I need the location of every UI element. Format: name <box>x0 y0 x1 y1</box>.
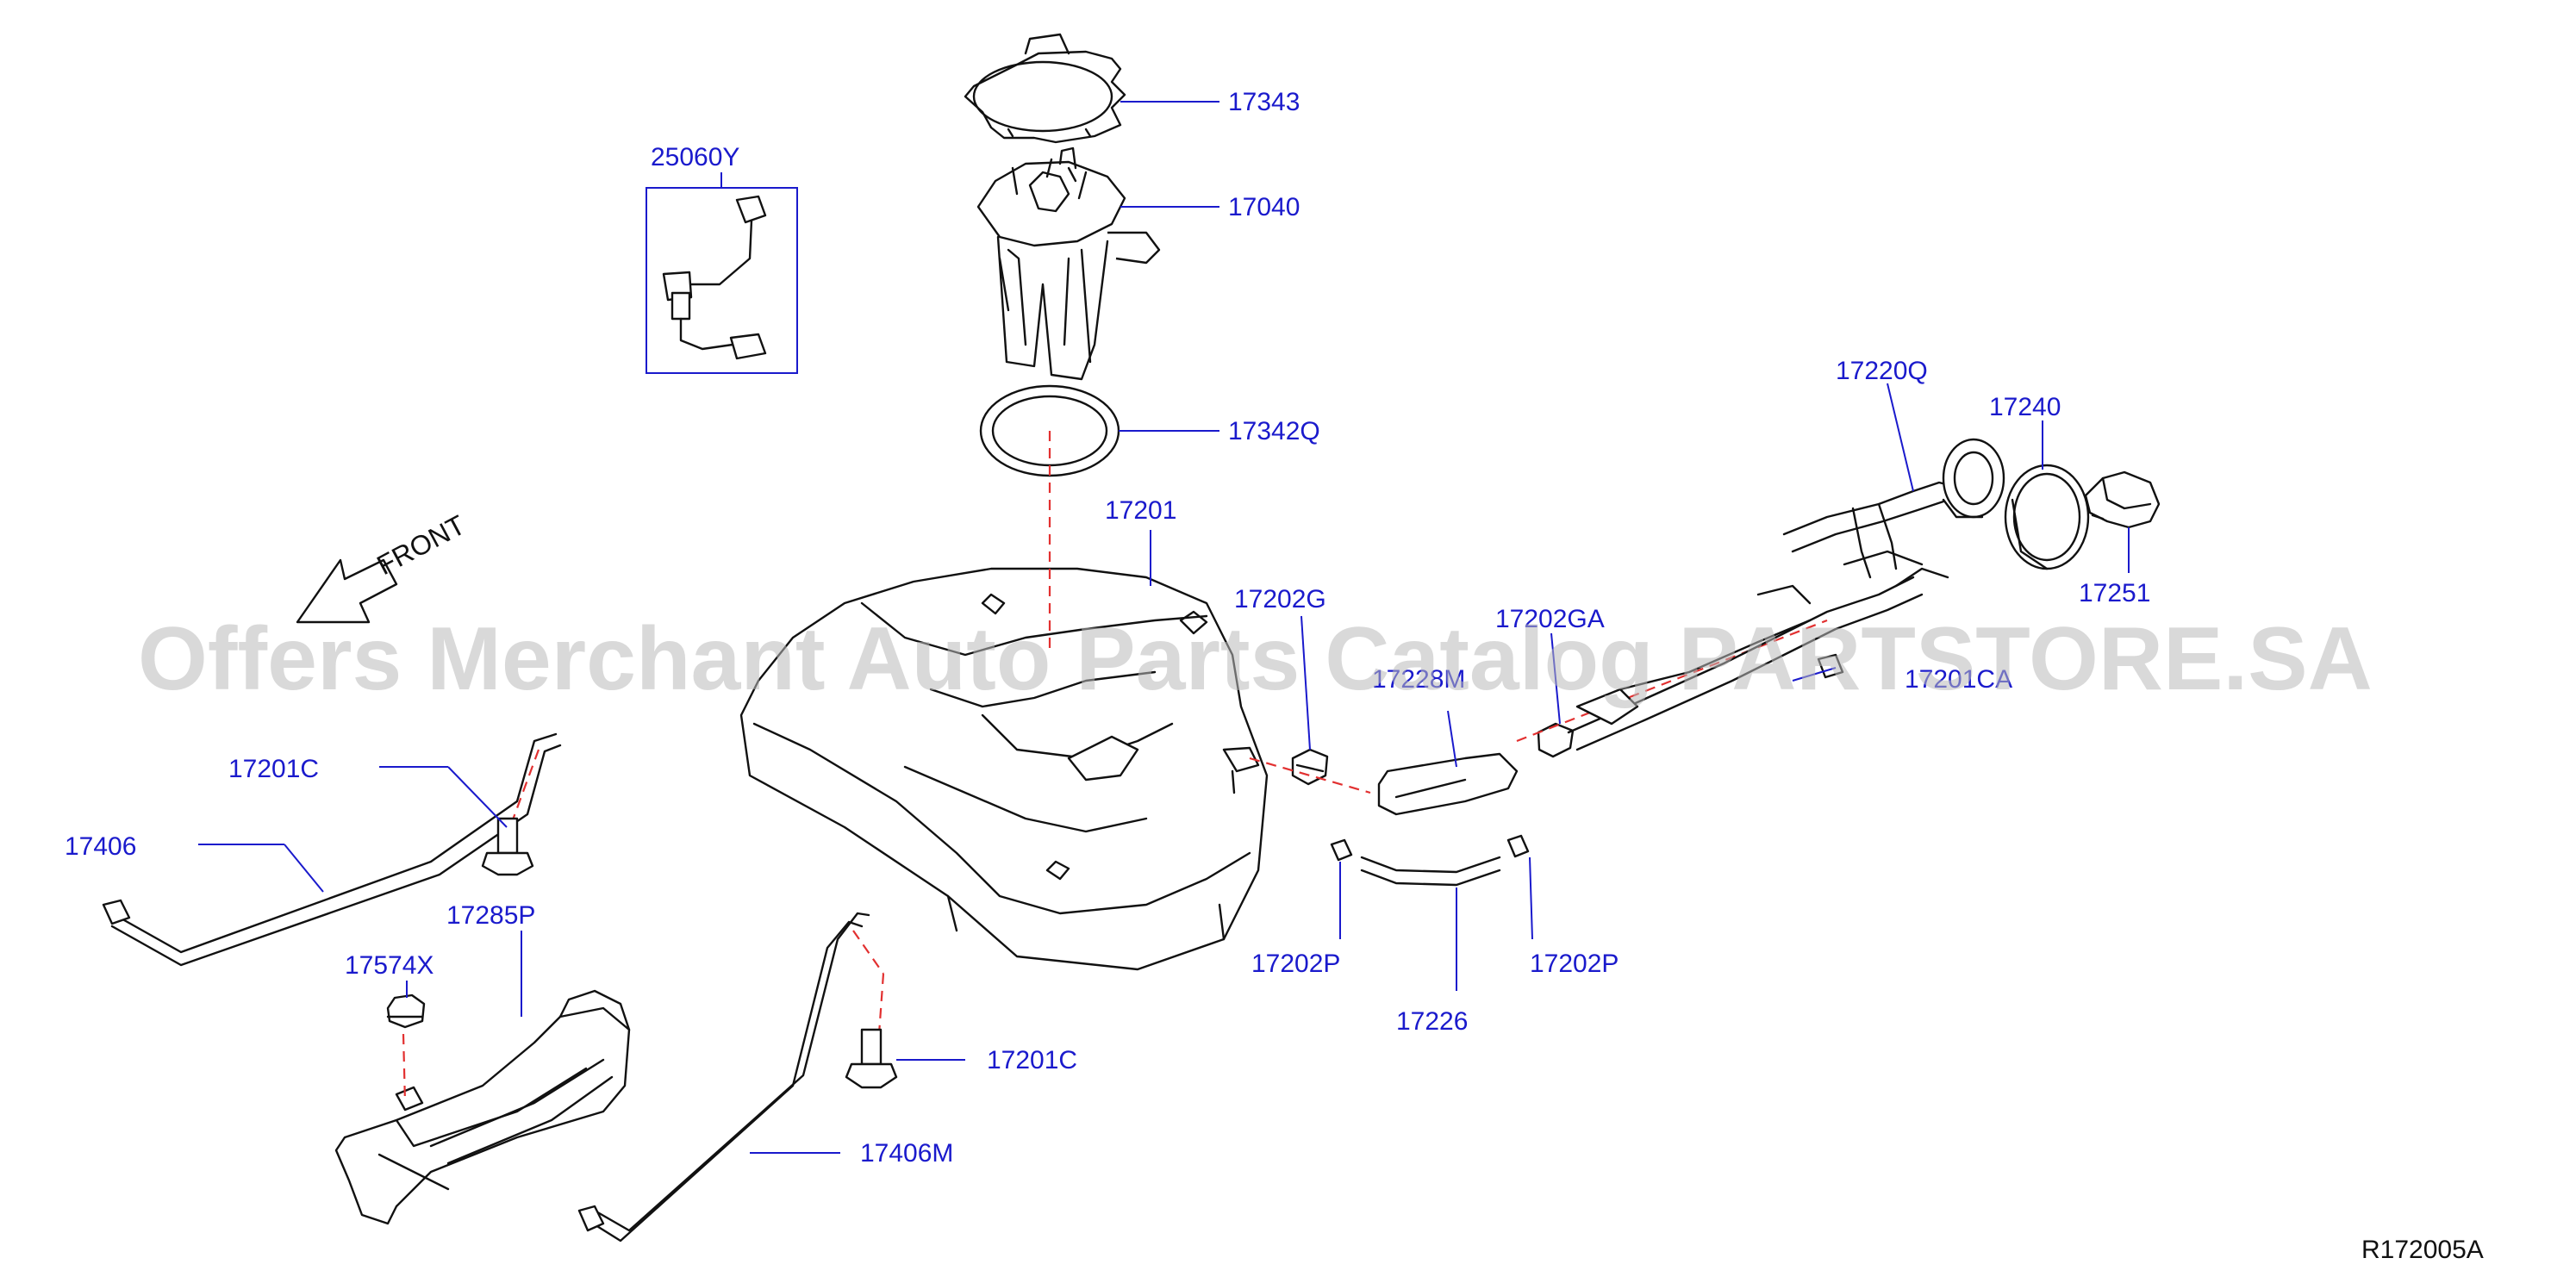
strap-bolt-left-part <box>481 817 534 876</box>
part-label-25060y: 25060Y <box>651 143 739 171</box>
hose-axis-line <box>1249 757 1371 794</box>
filler-ring-part <box>2004 464 2090 570</box>
front-arrow-icon <box>296 558 398 624</box>
part-label-17342q: 17342Q <box>1228 417 1320 445</box>
diagram-code: R172005A <box>2361 1236 2484 1264</box>
filler-hose-part <box>1377 752 1519 816</box>
part-label-17202p-right: 17202P <box>1530 950 1619 978</box>
part-label-17251: 17251 <box>2079 579 2150 607</box>
part-label-17201c-right: 17201C <box>987 1046 1077 1074</box>
tank-strap-right-part <box>577 912 870 1243</box>
watermark-text: Offers Merchant Auto Parts Catalog PARTS… <box>138 609 2373 709</box>
part-label-17406m: 17406M <box>860 1139 953 1168</box>
part-label-17201ca: 17201CA <box>1905 665 2012 694</box>
filler-axis-line <box>1516 619 1828 743</box>
heat-shield-part <box>334 989 631 1225</box>
part-label-17040: 17040 <box>1228 193 1300 221</box>
strap-bolt-right-part <box>845 1028 898 1089</box>
part-label-17201: 17201 <box>1105 496 1176 525</box>
level-sensor-part <box>646 172 798 374</box>
part-label-17202p-left: 17202P <box>1251 950 1340 978</box>
retainer-ring-part <box>964 33 1126 144</box>
part-label-17228m: 17228M <box>1372 665 1465 694</box>
part-label-17202ga: 17202GA <box>1495 605 1605 633</box>
breather-hose-part <box>1330 834 1530 887</box>
grommet-axis <box>402 1033 407 1104</box>
part-label-17226: 17226 <box>1396 1007 1468 1036</box>
part-label-17574x: 17574X <box>345 951 433 980</box>
strap-right-axis-2 <box>877 973 885 1035</box>
strap-right-axis <box>852 930 884 975</box>
part-label-17285p: 17285P <box>446 901 535 930</box>
fuel-pump-part <box>976 146 1161 381</box>
part-label-17343: 17343 <box>1228 88 1300 116</box>
part-label-17240: 17240 <box>1989 393 2061 421</box>
fuel-tank-part <box>739 567 1269 971</box>
filler-tube-part <box>1567 550 1949 751</box>
part-label-17201c-left: 17201C <box>228 755 319 783</box>
part-label-17406: 17406 <box>65 832 136 861</box>
front-label: FRONT <box>371 509 470 582</box>
tank-strap-left-part <box>102 732 562 967</box>
part-label-17202g: 17202G <box>1234 585 1326 613</box>
leader-lines <box>198 101 2130 1154</box>
grommet-part <box>386 993 426 1029</box>
part-label-17220q: 17220Q <box>1836 357 1928 385</box>
clamp-17202ga-part <box>1537 722 1575 758</box>
filler-neck-part <box>1782 438 2005 579</box>
fuel-cap-part <box>2084 470 2161 529</box>
